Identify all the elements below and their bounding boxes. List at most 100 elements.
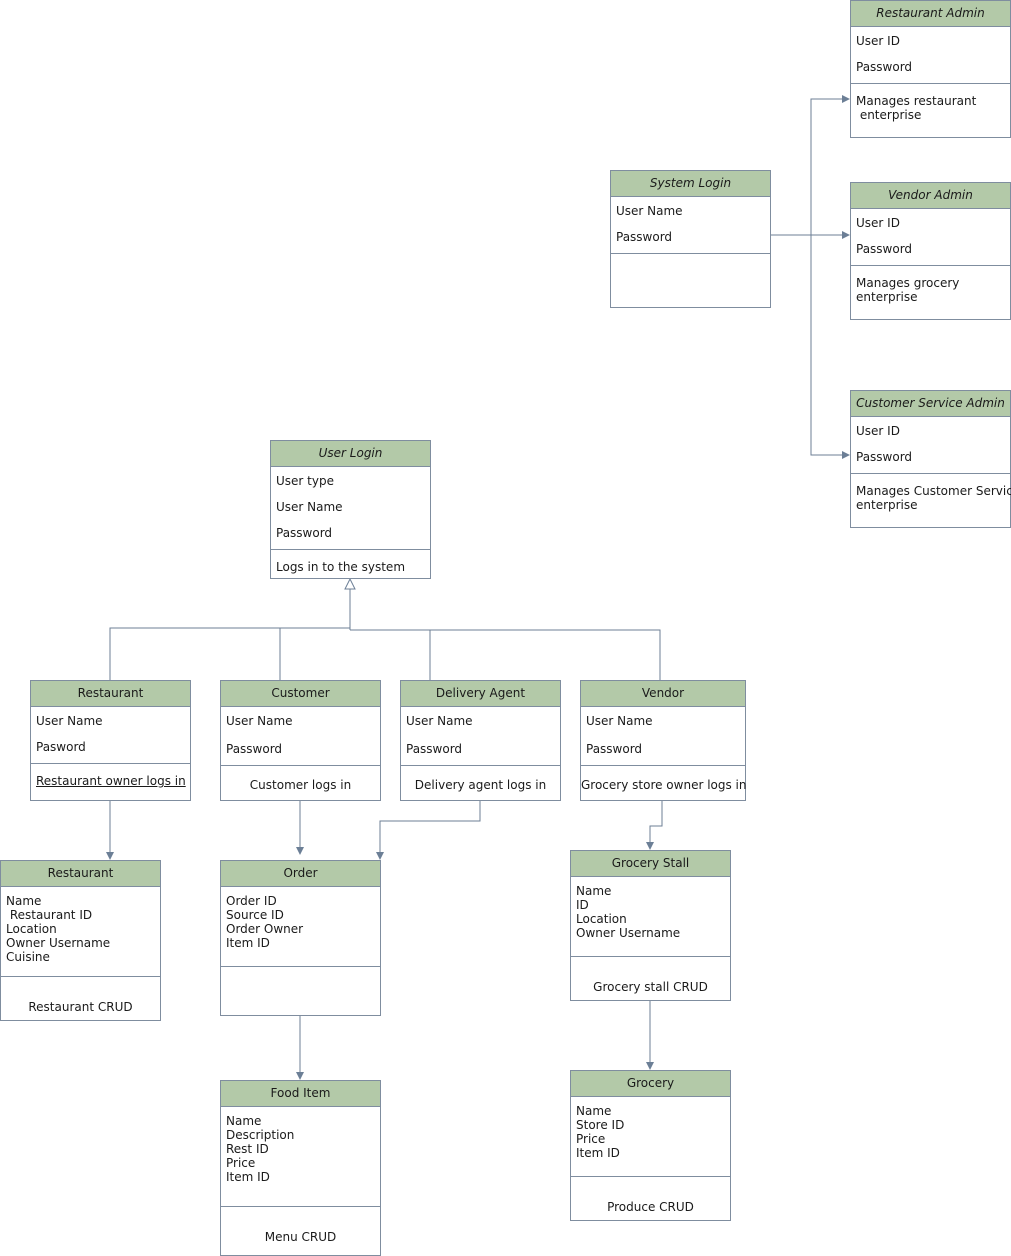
food-item-class[interactable]: Food Item Name Description Rest ID Price… [220, 1080, 381, 1256]
class-title: Restaurant [31, 681, 190, 707]
divider [221, 765, 380, 766]
attr-user-id: User ID [856, 34, 900, 48]
order-class[interactable]: Order Order ID Source ID Order Owner Ite… [220, 860, 381, 1016]
method-login: Restaurant owner logs in [36, 774, 186, 788]
divider [571, 956, 730, 957]
divider [851, 473, 1010, 474]
customer-service-admin-class[interactable]: Customer Service Admin User ID Password … [850, 390, 1011, 528]
method-line-2: enterprise [856, 498, 918, 512]
attr-password: Password [856, 450, 913, 464]
attr-location: Location [576, 912, 627, 926]
vendor-admin-class[interactable]: Vendor Admin User ID Password Manages gr… [850, 182, 1011, 320]
system-login-class[interactable]: System Login User Name Password [610, 170, 771, 308]
attr-rest-id: Rest ID [226, 1142, 269, 1156]
generalization-restaurant [109, 627, 350, 681]
divider [31, 763, 190, 764]
attr-password: Password [616, 230, 673, 244]
attr-name: Name [576, 1104, 612, 1118]
method-login: Logs in to the system [276, 560, 406, 574]
attr-user-name: User Name [586, 714, 653, 728]
attr-user-id: User ID [856, 424, 900, 438]
class-title: Restaurant [1, 861, 160, 887]
attr-source-id: Source ID [226, 908, 284, 922]
divider [1, 976, 160, 977]
divider [401, 765, 560, 766]
attr-id: ID [576, 898, 589, 912]
class-title: Vendor [581, 681, 745, 707]
method-crud: Menu CRUD [264, 1230, 337, 1244]
attr-owner-username: Owner Username [576, 926, 681, 940]
divider [851, 83, 1010, 84]
attr-owner-username: Owner Username [6, 936, 111, 950]
restaurant-admin-class[interactable]: Restaurant Admin User ID Password Manage… [850, 0, 1011, 138]
attr-password: Password [586, 742, 643, 756]
attr-item-id: Item ID [226, 1170, 270, 1184]
method-login: Grocery store owner logs in [581, 778, 747, 792]
attr-order-owner: Order Owner [226, 922, 304, 936]
attr-password: Password [856, 60, 913, 74]
attr-user-name: User Name [616, 204, 683, 218]
class-title: Food Item [221, 1081, 380, 1107]
class-title: User Login [271, 441, 430, 467]
attr-store-id: Store ID [576, 1118, 625, 1132]
method-crud: Produce CRUD [607, 1200, 694, 1214]
attr-order-id: Order ID [226, 894, 277, 908]
attr-item-id: Item ID [226, 936, 270, 950]
attr-user-type: User type [276, 474, 334, 488]
method-crud: Grocery stall CRUD [593, 980, 708, 994]
class-title: Grocery [571, 1071, 730, 1097]
grocery-class[interactable]: Grocery Name Store ID Price Item ID Prod… [570, 1070, 731, 1221]
delivery-agent-class[interactable]: Delivery Agent User Name Password Delive… [400, 680, 561, 801]
edge-delivery-agent-to-order [376, 800, 481, 860]
method-line-2: enterprise [856, 290, 918, 304]
attr-password: Password [276, 526, 333, 540]
method-login: Delivery agent logs in [414, 778, 547, 792]
method-line-1: Manages restaurant [856, 94, 977, 108]
user-login-class[interactable]: User Login User type User Name Password … [270, 440, 431, 579]
attr-price: Price [226, 1156, 256, 1170]
class-title: Customer Service Admin [851, 391, 1010, 417]
attr-description: Description [226, 1128, 295, 1142]
vendor-class[interactable]: Vendor User Name Password Grocery store … [580, 680, 747, 801]
attr-name: Name [6, 894, 42, 908]
class-title: Delivery Agent [401, 681, 560, 707]
class-title: Grocery Stall [571, 851, 730, 877]
attr-name: Name [576, 884, 612, 898]
divider [221, 966, 380, 967]
class-title: Customer [221, 681, 380, 707]
attr-location: Location [6, 922, 57, 936]
class-title: Vendor Admin [851, 183, 1010, 209]
attr-user-name: User Name [276, 500, 343, 514]
attr-cuisine: Cuisine [6, 950, 50, 964]
edge-system-login-to-restaurant-admin [788, 95, 850, 236]
attr-item-id: Item ID [576, 1146, 620, 1160]
method-line-1: Manages grocery [856, 276, 960, 290]
attr-price: Price [576, 1132, 606, 1146]
attr-password: Pasword [36, 740, 86, 754]
attr-user-name: User Name [36, 714, 103, 728]
grocery-stall-class[interactable]: Grocery Stall Name ID Location Owner Use… [570, 850, 731, 1001]
attr-user-id: User ID [856, 216, 900, 230]
divider [851, 265, 1010, 266]
attr-user-name: User Name [406, 714, 473, 728]
divider [221, 1206, 380, 1207]
restaurant-entity-class[interactable]: Restaurant Name Restaurant ID Location O… [0, 860, 161, 1021]
edge-vendor-to-grocery-stall [646, 800, 663, 850]
class-title: System Login [611, 171, 770, 197]
attr-password: Password [406, 742, 463, 756]
divider [611, 253, 770, 254]
generalization-vendor [430, 629, 661, 681]
method-line-2: enterprise [856, 108, 922, 122]
edge-system-login-to-cs-admin [810, 235, 850, 459]
method-crud: Restaurant CRUD [28, 1000, 133, 1014]
generalization-delivery-agent [350, 629, 431, 681]
method-line-1: Manages Customer Service [856, 484, 1011, 498]
divider [271, 549, 430, 550]
attr-name: Name [226, 1114, 262, 1128]
customer-class[interactable]: Customer User Name Password Customer log… [220, 680, 381, 801]
class-title: Restaurant Admin [851, 1, 1010, 27]
attr-password: Password [226, 742, 283, 756]
divider [571, 1176, 730, 1177]
restaurant-user-class[interactable]: Restaurant User Name Pasword Restaurant … [30, 680, 191, 801]
